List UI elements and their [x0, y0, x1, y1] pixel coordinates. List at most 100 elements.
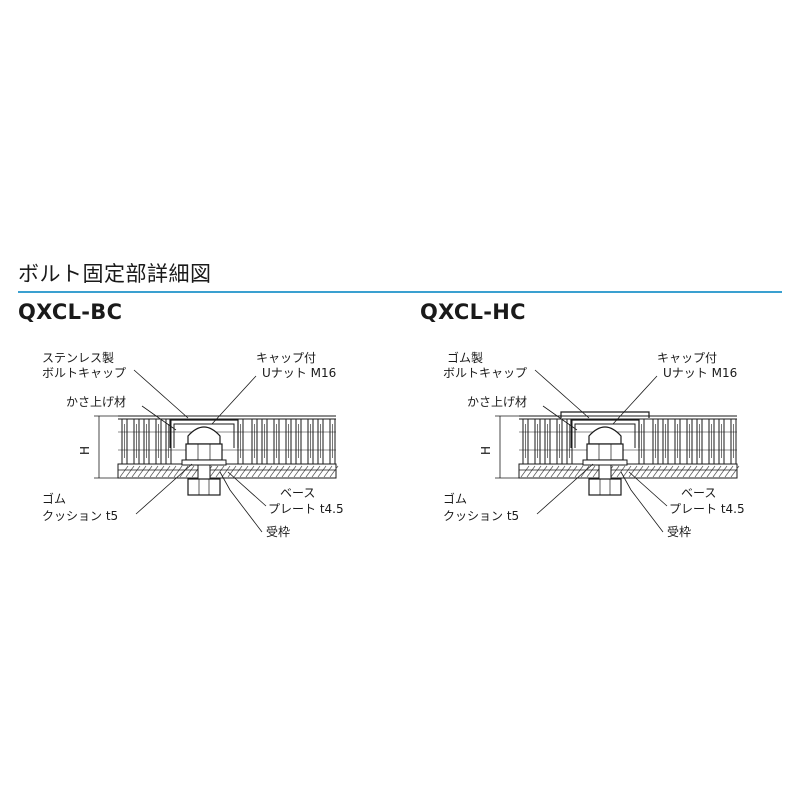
lower-nut [187, 478, 221, 496]
frame-hatch [131, 465, 141, 478]
receiving-frame [518, 463, 738, 479]
label-cushion-line1: ゴム [443, 491, 467, 506]
raising-bracket [570, 419, 640, 448]
model-title-right: QXCL-HC [420, 300, 526, 324]
frame-hatch [251, 465, 261, 478]
frame-hatch [275, 465, 285, 478]
frame-hatch [616, 465, 626, 478]
frame-hatch [550, 465, 560, 478]
label-cap-material-line1: ステンレス製 [42, 351, 114, 365]
label-cushion-line2: クッション t5 [42, 509, 118, 523]
frame-hatch [185, 465, 195, 478]
frame-hatch [137, 465, 147, 478]
frame-hatch [544, 465, 554, 478]
frame-hatch [520, 465, 530, 478]
label-height: H [78, 446, 92, 455]
frame-hatch [227, 465, 237, 478]
leader-nut [612, 375, 658, 425]
rubber-cap-cover [560, 411, 650, 418]
label-raise: かさ上げ材 [467, 395, 527, 409]
label-cap-material-line2: ボルトキャップ [42, 366, 126, 380]
leader-base-plate [227, 471, 267, 507]
label-frame: 受枠 [667, 525, 691, 539]
leader-cushion [536, 463, 594, 515]
frame-hatch [281, 465, 291, 478]
raising-bracket [169, 419, 239, 448]
frame-hatch [532, 465, 542, 478]
leader-cap-material [133, 369, 189, 419]
frame-hatch [652, 465, 662, 478]
frame-hatch [664, 465, 674, 478]
frame-hatch [263, 465, 273, 478]
frame-hatch [233, 465, 243, 478]
frame-hatch [526, 465, 536, 478]
label-nut-line2: Uナット M16 [663, 366, 737, 380]
cap-nut-dome [588, 426, 622, 445]
leader-cap-material [534, 369, 590, 419]
frame-hatch [682, 465, 692, 478]
frame-hatch [712, 465, 722, 478]
rubber-cushion [582, 459, 628, 466]
label-cap-material-line1: ゴム製 [447, 350, 483, 365]
frame-hatch [161, 465, 171, 478]
frame-hatch [556, 465, 566, 478]
frame-hatch [730, 465, 740, 478]
frame-hatch [706, 465, 716, 478]
label-base-line1: ベース [280, 486, 315, 500]
frame-hatch [119, 465, 129, 478]
leader-nut [211, 375, 257, 425]
frame-hatch [311, 465, 321, 478]
frame-hatch [676, 465, 686, 478]
frame-hatch [646, 465, 656, 478]
frame-hatch [143, 465, 153, 478]
frame-hatch [610, 465, 620, 478]
bolt-shank [197, 464, 211, 480]
frame-hatch [640, 465, 650, 478]
cap-nut-hex [185, 443, 223, 461]
frame-hatch [287, 465, 297, 478]
frame-hatch [323, 465, 333, 478]
frame-hatch [257, 465, 267, 478]
frame-hatch [155, 465, 165, 478]
leader-raise [141, 405, 177, 431]
frame-hatch [688, 465, 698, 478]
leader-cushion [135, 463, 193, 515]
model-title-left: QXCL-BC [18, 300, 123, 324]
leader-frame [620, 471, 664, 533]
raising-bracket-inner [574, 423, 636, 448]
section-divider [18, 291, 782, 293]
frame-hatch [299, 465, 309, 478]
leader-frame [219, 471, 263, 533]
frame-hatch [149, 465, 159, 478]
label-cap-material-line2: ボルトキャップ [443, 366, 527, 380]
frame-hatch [670, 465, 680, 478]
label-base-line2: プレート t4.5 [268, 502, 344, 516]
bolt-detail-diagram-bc: ステンレス製 ボルトキャップ キャップ付 Uナット M16 かさ上げ材 H ゴム… [42, 351, 344, 539]
leader-lines [133, 369, 267, 533]
frame-hatch [586, 465, 596, 478]
frame-hatch [239, 465, 249, 478]
bolt-detail-diagram-hc: ゴム製 ボルトキャップ キャップ付 Uナット M16 かさ上げ材 H ゴム クッ… [443, 350, 745, 539]
grating-body [495, 415, 740, 479]
frame-hatch [694, 465, 704, 478]
bolt-assembly [560, 411, 650, 496]
frame-hatch [568, 465, 578, 478]
frame-hatch [215, 465, 225, 478]
label-nut-line2: Uナット M16 [262, 366, 336, 380]
label-nut-line1: キャップ付 [256, 351, 316, 365]
frame-hatch [700, 465, 710, 478]
raising-bracket-inner [173, 423, 235, 448]
frame-hatch [628, 465, 638, 478]
label-cushion-line1: ゴム [42, 491, 66, 506]
frame-hatch [209, 465, 219, 478]
frame-hatch [173, 465, 183, 478]
frame-hatch [574, 465, 584, 478]
frame-hatch [245, 465, 255, 478]
frame-hatch [305, 465, 315, 478]
label-raise: かさ上げ材 [66, 395, 126, 409]
label-base-line2: プレート t4.5 [669, 502, 745, 516]
frame-hatch [562, 465, 572, 478]
lower-nut [588, 478, 622, 496]
frame-hatch [317, 465, 327, 478]
label-nut-line1: キャップ付 [657, 351, 717, 365]
